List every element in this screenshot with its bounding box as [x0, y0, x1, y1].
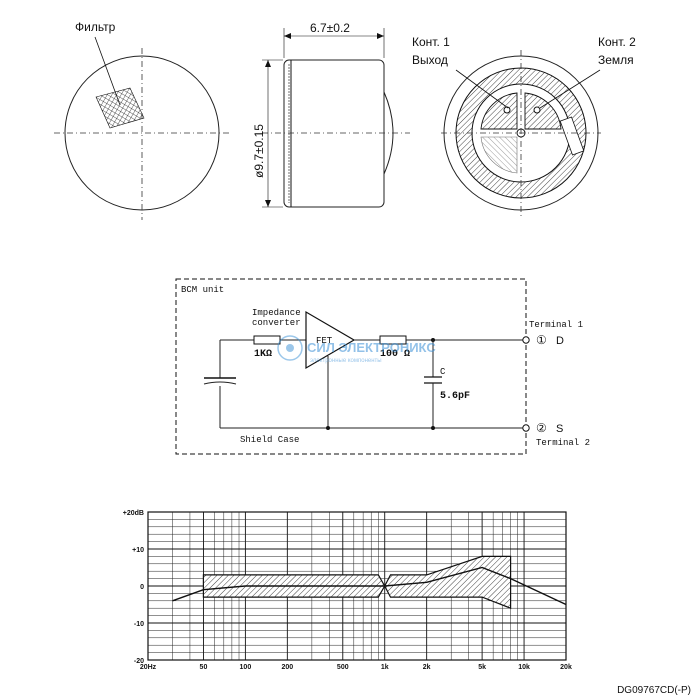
terminal1-pin: D	[556, 335, 564, 347]
y-axis-labels: +20dB +10 0 -10 -20	[123, 510, 144, 665]
x-tick-label: 20Hz	[140, 664, 157, 671]
x-tick-label: 50	[200, 664, 208, 671]
x-tick-label: 1k	[381, 664, 389, 671]
contact1-function: Выход	[412, 53, 448, 67]
y-tick-label: +20dB	[123, 510, 144, 517]
shield-case-label: Shield Case	[240, 435, 299, 445]
front-view: Фильтр	[54, 20, 232, 220]
terminal2-pin: S	[556, 423, 563, 435]
x-tick-label: 2k	[423, 664, 431, 671]
x-tick-label: 500	[337, 664, 349, 671]
x-tick-label: 10k	[518, 664, 530, 671]
rear-view: Конт. 1 Выход Конт. 2 Земля	[412, 35, 636, 218]
resistor-1k	[253, 335, 281, 345]
capsule-diaphragm	[203, 381, 237, 385]
terminal1-dot	[522, 336, 530, 344]
tolerance-band	[202, 555, 512, 610]
y-tick-label: +10	[132, 547, 144, 554]
filter-label: Фильтр	[75, 20, 116, 34]
x-tick-label: 100	[240, 664, 252, 671]
watermark-logo: СИЛ ЭЛЕКТРОНИКС электронные компоненты	[277, 335, 436, 364]
x-tick-label: 5k	[478, 664, 486, 671]
contact1-label: Конт. 1	[412, 35, 450, 49]
x-tick-label: 200	[281, 664, 293, 671]
terminal2-number: ②	[536, 421, 547, 435]
frequency-response-chart: +20dB +10 0 -10 -20 20Hz 50 100 200 500 1k 2k 5k 10k…	[123, 510, 572, 671]
svg-text:СИЛ ЭЛЕКТРОНИКС: СИЛ ЭЛЕКТРОНИКС	[307, 340, 436, 355]
terminal1-label: Terminal 1	[529, 320, 583, 330]
y-tick-label: -20	[134, 658, 144, 665]
y-tick-label: -10	[134, 621, 144, 628]
converter-label-1: Impedance	[252, 308, 301, 318]
tolerance-band-area	[202, 555, 512, 610]
terminal2-label: Terminal 2	[536, 438, 590, 448]
typical-curve	[172, 566, 567, 606]
capacitor-label: C	[440, 367, 446, 377]
width-dimension: 6.7±0.2	[310, 21, 350, 35]
fet-label: FET	[316, 336, 333, 346]
resistor-100-value: 100 Ω	[380, 349, 410, 360]
svg-text:электронные компоненты: электронные компоненты	[310, 358, 382, 364]
contact1-pad	[480, 92, 518, 130]
x-tick-label: 20k	[560, 664, 572, 671]
typical-response-line	[172, 566, 567, 606]
filter-mesh-icon	[95, 87, 145, 129]
document-code: DG09767CD(-P)	[617, 685, 691, 696]
capacitor-value: 5.6pF	[440, 391, 470, 402]
x-axis-labels: 20Hz 50 100 200 500 1k 2k 5k 10k 20k	[140, 664, 572, 671]
fet-amplifier	[305, 310, 356, 370]
bcm-unit-label: BCM unit	[181, 285, 224, 295]
terminal1-number: ①	[536, 333, 547, 347]
filter-leader-line	[94, 36, 121, 106]
bcm-unit-box	[175, 278, 527, 455]
schematic: BCM unit Impedance converter 1KΩ FET 100…	[175, 278, 590, 455]
side-view: 6.7±0.2 ø9.7±0.15	[252, 21, 410, 208]
y-tick-label: 0	[140, 584, 144, 591]
resistor-1k-value: 1KΩ	[254, 349, 272, 360]
contact2-function: Земля	[598, 53, 634, 67]
converter-label-2: converter	[252, 318, 301, 328]
contact2-pad	[524, 92, 562, 130]
diameter-dimension: ø9.7±0.15	[252, 124, 266, 178]
contact2-label: Конт. 2	[598, 35, 636, 49]
terminal2-dot	[522, 424, 530, 432]
